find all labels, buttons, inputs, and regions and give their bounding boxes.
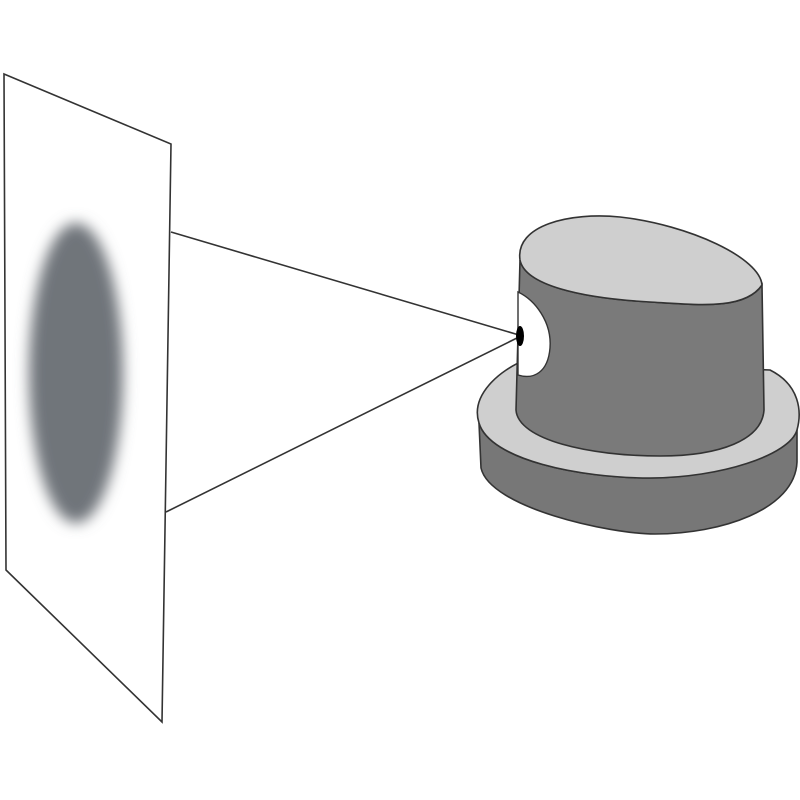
spray-pattern-ellipse bbox=[29, 223, 123, 523]
spray-cone-lower-line bbox=[165, 336, 520, 513]
spray-cone-upper-line bbox=[170, 231, 520, 336]
cap-top bbox=[519, 215, 763, 306]
spray-cap-nozzle bbox=[515, 215, 765, 457]
nozzle-opening bbox=[517, 290, 551, 377]
nozzle-orifice bbox=[516, 326, 524, 346]
